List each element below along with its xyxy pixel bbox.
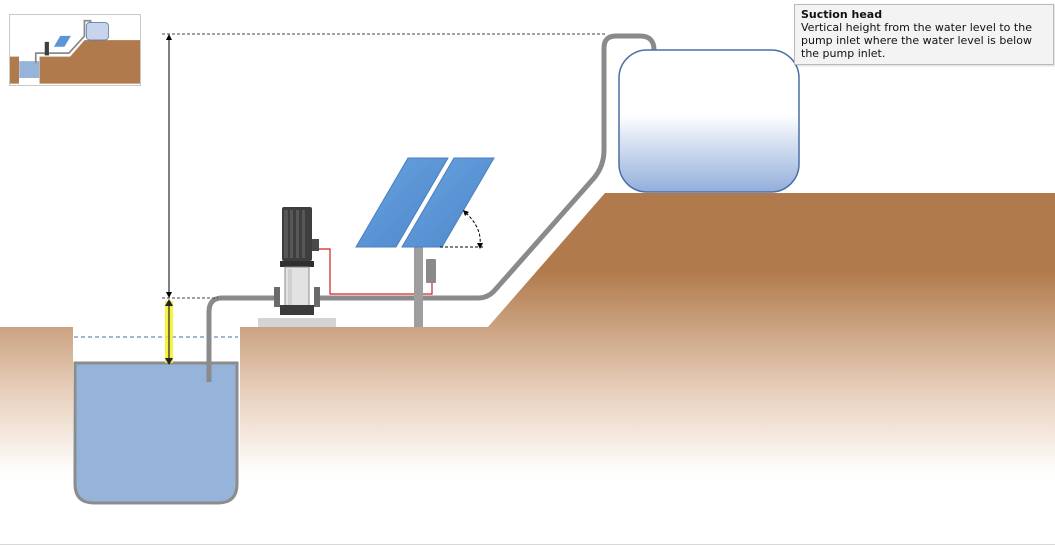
water-reservoir-icon [73,361,239,505]
ground [0,193,1055,546]
delivery-pipe-icon [320,33,657,301]
suction-pipe-icon [206,295,276,382]
controller-icon [426,259,436,283]
solar-mount-pole [414,245,423,327]
power-cable [319,248,433,295]
solar-panel-icon [355,157,495,248]
overview-thumbnail[interactable] [9,14,141,86]
tooltip-body: Vertical height from the water level to … [801,21,1032,60]
tooltip-title: Suction head [801,8,883,21]
pump-icon [274,207,320,315]
total-head-arrow [166,34,172,298]
storage-tank-icon [618,49,800,193]
pump-base [258,318,336,327]
bottom-divider [0,544,1055,545]
suction-head-tooltip: Suction head Vertical height from the wa… [794,4,1054,65]
suction-head-arrow [165,299,173,365]
tilt-angle-indicator [440,210,484,249]
thumbnail-scene [10,19,140,84]
